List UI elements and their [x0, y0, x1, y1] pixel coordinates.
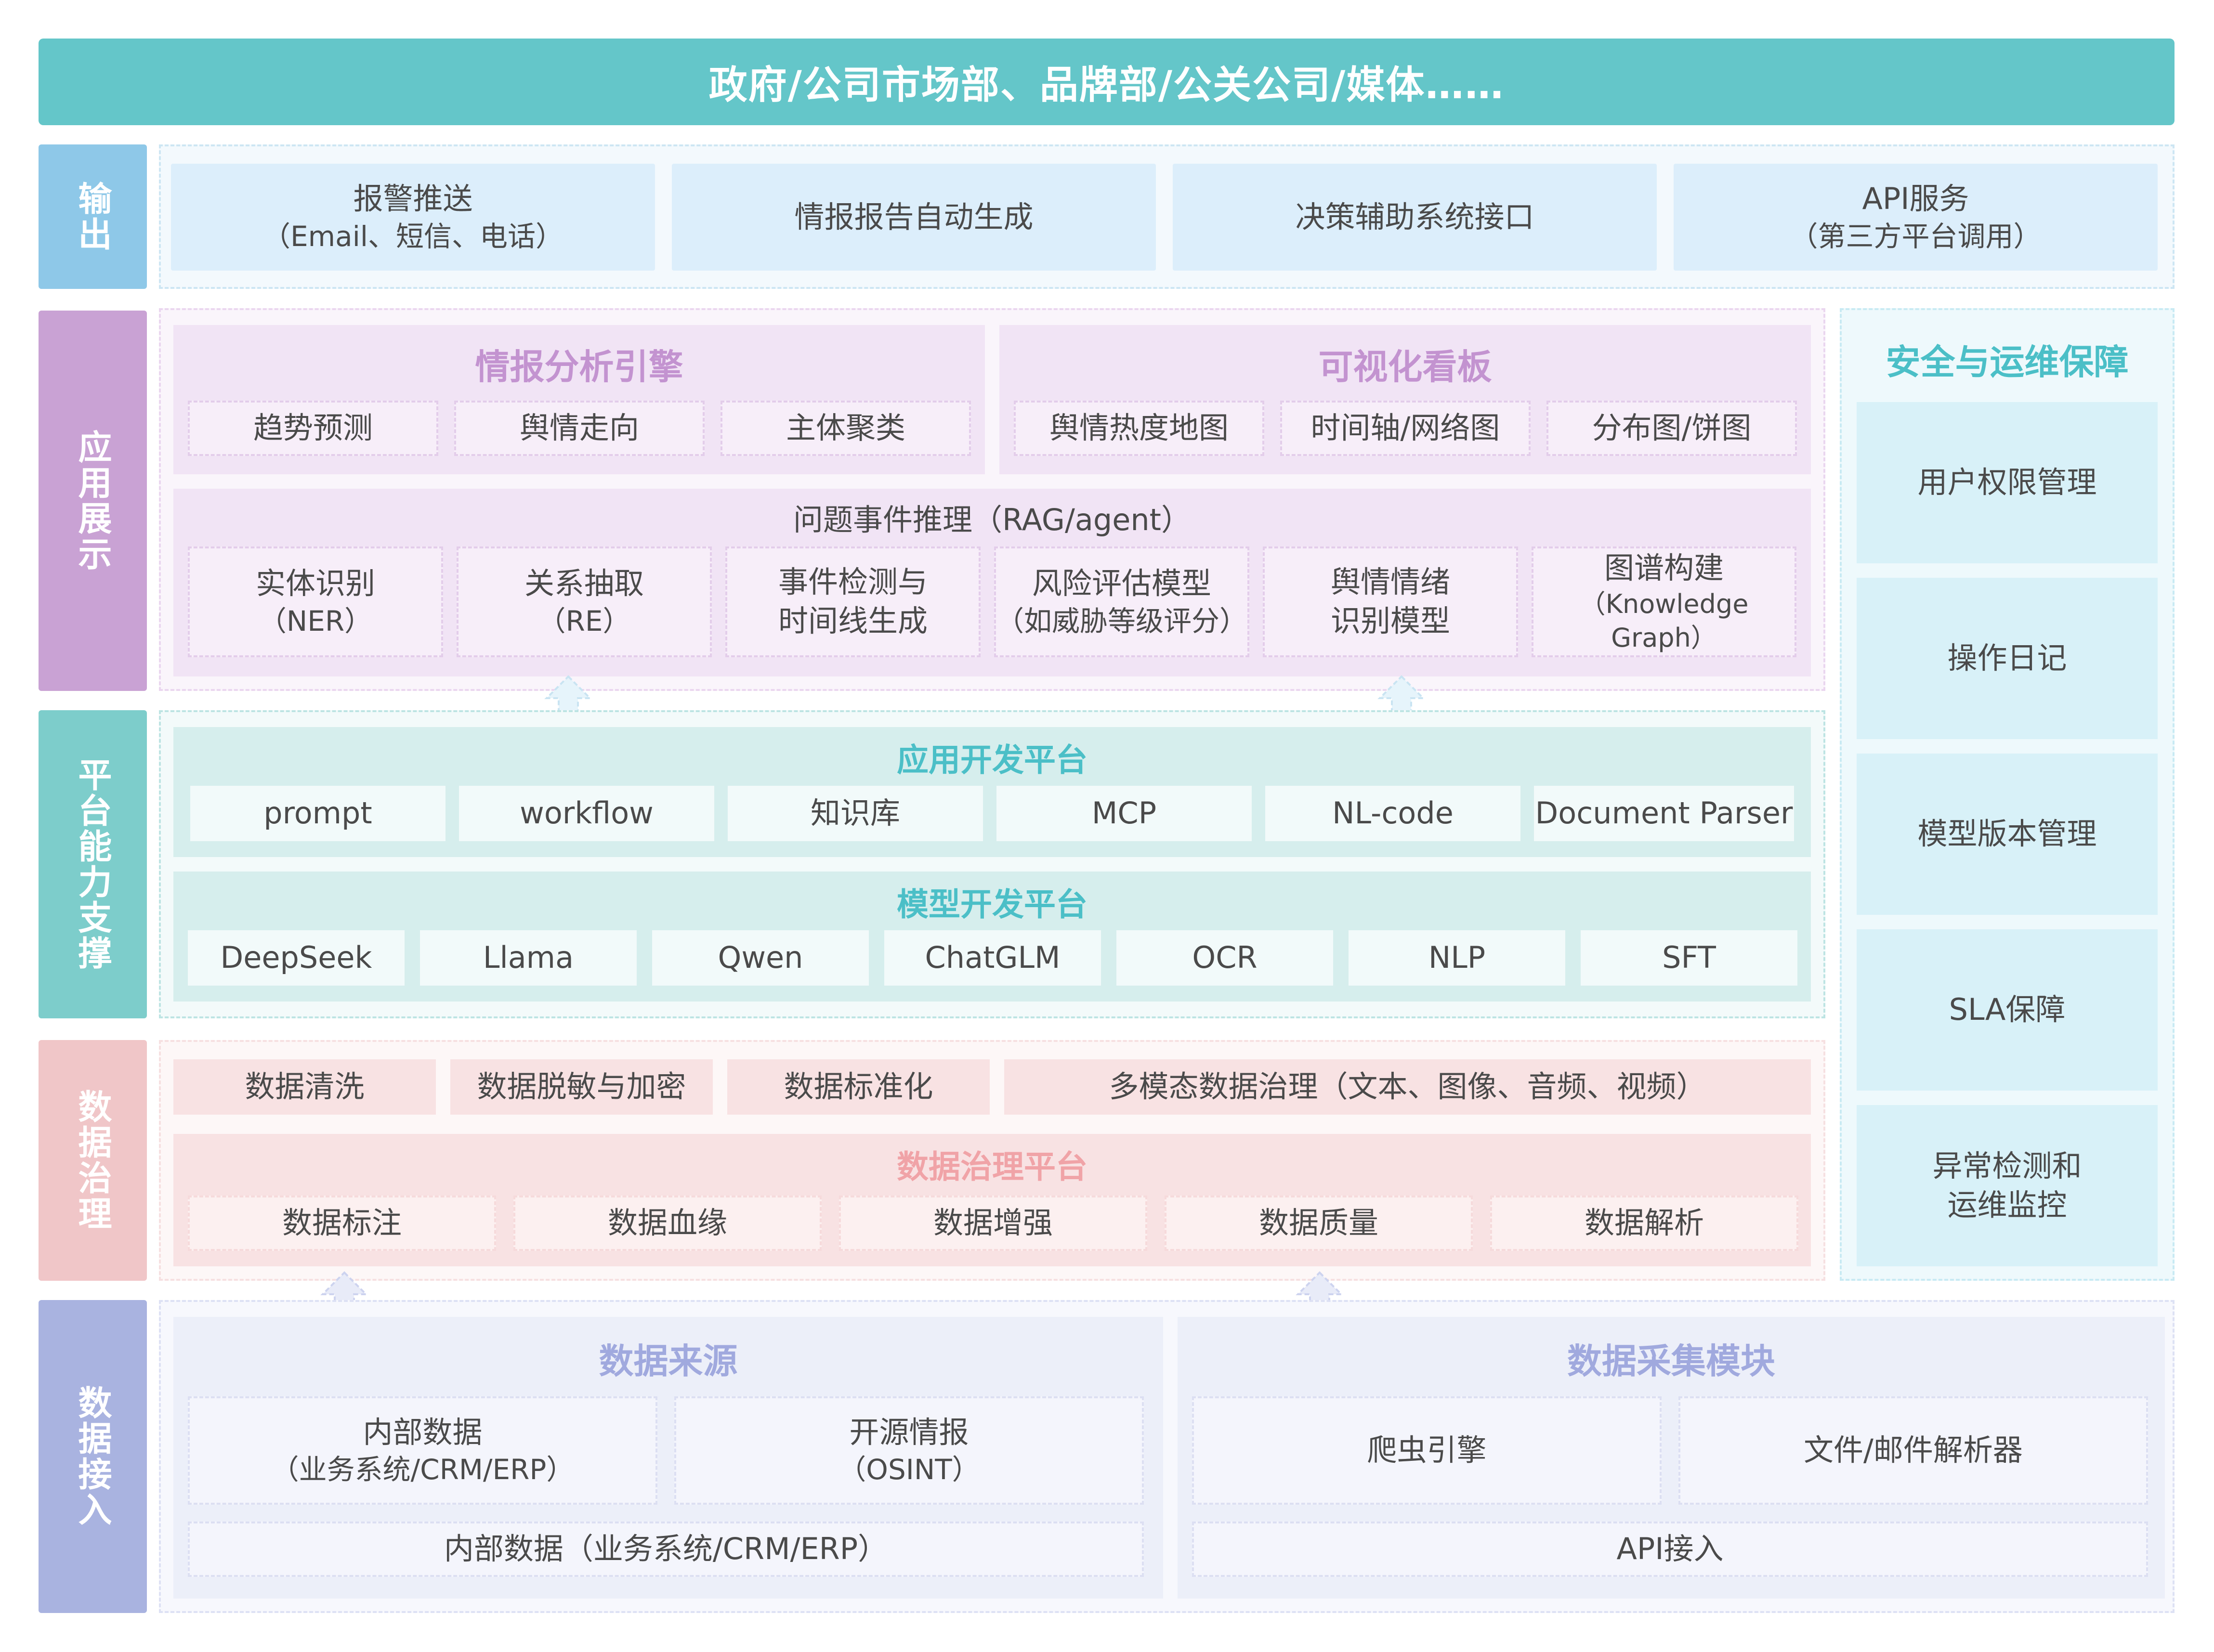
gov-platform-parse: 数据解析 [1490, 1196, 1798, 1251]
dashboard-title: 可视化看板 [1318, 346, 1492, 387]
dashboard-item-timeline: 时间轴/网络图 [1280, 401, 1531, 456]
appdev-item-mcp: MCP [996, 786, 1252, 841]
collect-parser: 文件/邮件解析器 [1678, 1396, 2148, 1505]
reasoning-re: 关系抽取 （RE） [457, 546, 712, 657]
reasoning-emotion-line1: 舆情情绪 [1330, 564, 1450, 600]
reasoning-re-line2: （RE） [537, 604, 631, 637]
dashboard-item-heatmap: 舆情热度地图 [1014, 401, 1264, 456]
sources-osint: 开源情报 （OSINT） [674, 1396, 1144, 1505]
collect-api: API接入 [1192, 1522, 2148, 1577]
reasoning-re-line1: 关系抽取 [524, 566, 644, 601]
sources-internal-line2: （业务系统/CRM/ERP） [271, 1453, 575, 1486]
security-item-monitor: 异常检测和 运维监控 [1857, 1105, 2158, 1266]
appdev-item-parser: Document Parser [1534, 786, 1794, 841]
engine-title: 情报分析引擎 [475, 346, 683, 387]
reasoning-title: 问题事件推理（RAG/agent） [793, 502, 1191, 537]
engine-item-sentiment: 舆情走向 [454, 401, 705, 456]
security-item-sla: SLA保障 [1857, 929, 2158, 1091]
row-label-governance: 数据治理 [39, 1040, 147, 1281]
engine-item-cluster: 主体聚类 [721, 401, 971, 456]
sources-osint-line2: （OSINT） [838, 1453, 980, 1486]
sources-title: 数据来源 [599, 1340, 738, 1381]
modeldev-item-deepseek: DeepSeek [188, 930, 405, 986]
dashboard-item-pie: 分布图/饼图 [1546, 401, 1797, 456]
appdev-item-kb: 知识库 [728, 786, 983, 841]
gov-platform-augment: 数据增强 [839, 1196, 1147, 1251]
gov-item-mask: 数据脱敏与加密 [450, 1059, 713, 1115]
reasoning-risk-line2: （如威胁等级评分） [996, 604, 1248, 637]
sources-bottom: 内部数据（业务系统/CRM/ERP） [188, 1522, 1144, 1577]
appdev-item-workflow: workflow [459, 786, 714, 841]
reasoning-ner: 实体识别 （NER） [188, 546, 443, 657]
gov-platform-title: 数据治理平台 [897, 1148, 1087, 1185]
reasoning-kg-line2: （Knowledge Graph） [1579, 589, 1749, 653]
output-api: API服务 （第三方平台调用） [1674, 164, 2158, 271]
gov-item-standard: 数据标准化 [727, 1059, 990, 1115]
reasoning-emotion: 舆情情绪 识别模型 [1263, 546, 1518, 657]
output-alert-line1: 报警推送 [353, 181, 473, 216]
modeldev-item-chatglm: ChatGLM [884, 930, 1101, 986]
output-api-line1: API服务 [1862, 181, 1969, 216]
reasoning-event-line2: 时间线生成 [778, 603, 928, 638]
output-alert-line2: （Email、短信、电话） [262, 220, 563, 253]
output-decision-line1: 决策辅助系统接口 [1295, 199, 1534, 234]
output-decision: 决策辅助系统接口 [1173, 164, 1657, 271]
reasoning-kg-line1: 图谱构建 [1604, 550, 1724, 585]
sources-internal-line1: 内部数据 [363, 1414, 483, 1450]
sources-osint-line1: 开源情报 [849, 1414, 969, 1450]
modeldev-item-ocr: OCR [1116, 930, 1333, 986]
gov-item-multimodal: 多模态数据治理（文本、图像、音频、视频） [1004, 1059, 1811, 1115]
modeldev-item-nlp: NLP [1349, 930, 1565, 986]
gov-platform-label: 数据标注 [188, 1196, 496, 1251]
header-title: 政府/公司市场部、品牌部/公关公司/媒体…… [708, 63, 1505, 107]
reasoning-emotion-line2: 识别模型 [1330, 603, 1450, 638]
collect-crawler: 爬虫引擎 [1192, 1396, 1662, 1505]
security-item-model-version: 模型版本管理 [1857, 754, 2158, 915]
reasoning-ner-line2: （NER） [258, 604, 373, 637]
row-label-app: 应用展示 [39, 311, 147, 691]
output-report-line1: 情报报告自动生成 [794, 199, 1034, 234]
output-report: 情报报告自动生成 [672, 164, 1156, 271]
gov-platform-lineage: 数据血缘 [513, 1196, 822, 1251]
security-item-permission: 用户权限管理 [1857, 402, 2158, 563]
output-api-line2: （第三方平台调用） [1790, 220, 2042, 253]
reasoning-risk-line1: 风险评估模型 [1032, 566, 1211, 601]
reasoning-event-line1: 事件检测与 [778, 564, 928, 600]
appdev-item-nlcode: NL-code [1265, 786, 1520, 841]
modeldev-title: 模型开发平台 [897, 885, 1087, 923]
modeldev-item-qwen: Qwen [652, 930, 869, 986]
header-bar: 政府/公司市场部、品牌部/公关公司/媒体…… [39, 39, 2175, 125]
security-item-log: 操作日记 [1857, 578, 2158, 739]
gov-item-clean: 数据清洗 [173, 1059, 436, 1115]
row-label-output: 输出 [39, 144, 147, 289]
reasoning-event: 事件检测与 时间线生成 [725, 546, 981, 657]
appdev-title: 应用开发平台 [897, 741, 1087, 779]
sources-internal: 内部数据 （业务系统/CRM/ERP） [188, 1396, 657, 1505]
reasoning-ner-line1: 实体识别 [255, 566, 375, 601]
security-title: 安全与运维保障 [1886, 341, 2129, 382]
appdev-item-prompt: prompt [190, 786, 445, 841]
modeldev-item-llama: Llama [420, 930, 637, 986]
output-alert: 报警推送 （Email、短信、电话） [171, 164, 655, 271]
reasoning-risk: 风险评估模型 （如威胁等级评分） [994, 546, 1249, 657]
modeldev-item-sft: SFT [1581, 930, 1797, 986]
reasoning-kg: 图谱构建 （Knowledge Graph） [1532, 546, 1796, 657]
row-label-ingest: 数据接入 [39, 1300, 147, 1613]
row-label-platform: 平台能力支撑 [39, 710, 147, 1018]
gov-platform-quality: 数据质量 [1165, 1196, 1473, 1251]
collect-title: 数据采集模块 [1567, 1340, 1775, 1381]
engine-item-trend: 趋势预测 [188, 401, 438, 456]
